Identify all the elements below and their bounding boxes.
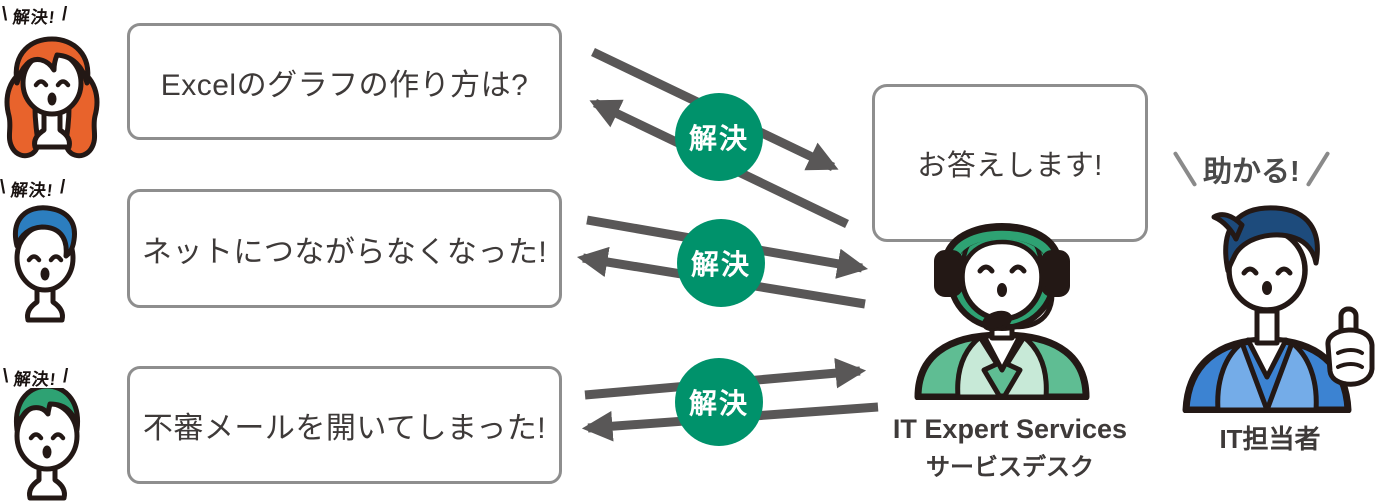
burst-slash-left: \	[3, 366, 9, 387]
burst-text: 助かる!	[1203, 156, 1300, 188]
it-staff-avatar	[1182, 205, 1375, 413]
service-desk-reply-text: お答えします!	[917, 150, 1103, 182]
employee2-question-text: ネットにつながらなくなった!	[141, 235, 548, 269]
service-desk-name-ja: サービスデスク	[926, 453, 1094, 481]
employee2-avatar	[13, 205, 77, 323]
burst-slash-right: /	[61, 4, 68, 25]
solved-badge-3: 解決	[675, 358, 763, 446]
it-staff-helped-burst: 助かる!	[1172, 148, 1330, 190]
service-desk-name: IT Expert Services サービスデスク	[870, 413, 1150, 483]
employee2-question-bubble: ネットにつながらなくなった!	[127, 189, 562, 308]
employee1-question-text: Excelのグラフの作り方は?	[160, 68, 529, 102]
burst-slash-left: \	[2, 4, 8, 25]
solved-badge-text: 解決	[690, 249, 751, 280]
service-desk-name-en: IT Expert Services	[892, 414, 1128, 444]
employee3-avatar	[13, 388, 81, 501]
burst-slash-right: /	[59, 177, 66, 198]
burst-text: 解決!	[13, 370, 58, 389]
solved-badge-1: 解決	[675, 93, 763, 181]
employee1-solved-burst: \ 解決! /	[2, 3, 67, 28]
solved-badge-text: 解決	[688, 388, 749, 419]
employee3-solved-burst: \ 解決! /	[3, 365, 68, 390]
employee3-question-bubble: 不審メールを開いてしまった!	[127, 366, 562, 484]
solved-badge-2: 解決	[677, 219, 765, 307]
burst-text: 解決!	[12, 8, 57, 27]
it-staff-label: IT担当者	[1180, 419, 1360, 456]
service-desk-reply-bubble: お答えします!	[872, 84, 1148, 242]
employee1-avatar	[4, 36, 100, 159]
it-staff-label-text: IT担当者	[1219, 424, 1321, 454]
burst-slash-left: \	[0, 177, 6, 198]
service-desk-avatar	[914, 223, 1090, 400]
employee3-question-text: 不審メールを開いてしまった!	[142, 412, 547, 445]
burst-slash-right: /	[62, 366, 69, 387]
employee1-question-bubble: Excelのグラフの作り方は?	[127, 23, 562, 140]
solved-badge-text: 解決	[688, 123, 749, 154]
employee2-solved-burst: \ 解決! /	[0, 176, 65, 201]
